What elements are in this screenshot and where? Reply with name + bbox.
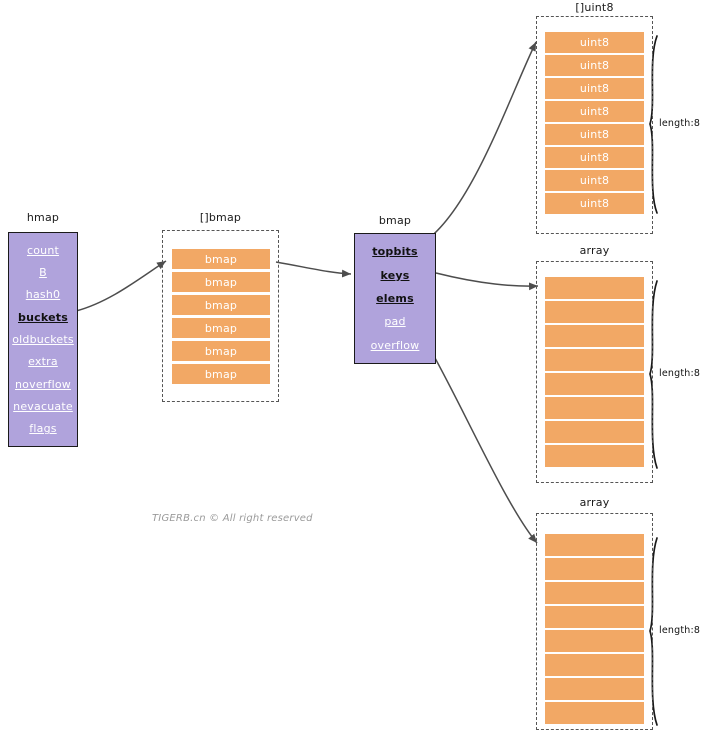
bmap-struct: topbits keys elems pad overflow bbox=[354, 233, 436, 364]
hmap-field-oldbuckets: oldbuckets bbox=[12, 332, 74, 346]
arrow-bmap-slice-to-bmap bbox=[275, 261, 352, 278]
keys-array-cell bbox=[545, 301, 644, 323]
elems-array-cell bbox=[545, 558, 644, 580]
uint8-cell: uint8 bbox=[545, 101, 644, 122]
hmap-field-flags: flags bbox=[29, 422, 57, 436]
keys-array-length-label: length:8 bbox=[659, 368, 701, 379]
bmap-field-keys: keys bbox=[380, 268, 410, 282]
uint8-slice-length-label: length:8 bbox=[659, 118, 701, 129]
bmap-slice-title: []bmap bbox=[199, 211, 242, 224]
hmap-struct: count B hash0 buckets oldbuckets extra n… bbox=[8, 232, 78, 447]
elems-array-container bbox=[536, 513, 653, 730]
bmap-field-overflow: overflow bbox=[370, 338, 420, 352]
elems-array-cell bbox=[545, 702, 644, 724]
keys-array-container bbox=[536, 261, 653, 483]
keys-array-cell bbox=[545, 325, 644, 347]
keys-array-cell bbox=[545, 397, 644, 419]
bmap-title: bmap bbox=[378, 214, 412, 227]
elems-array-length-label: length:8 bbox=[659, 625, 701, 636]
elems-array-cell bbox=[545, 654, 644, 676]
keys-array-cell bbox=[545, 373, 644, 395]
hmap-field-hash0: hash0 bbox=[25, 288, 61, 302]
hmap-field-noverflow: noverflow bbox=[15, 377, 71, 391]
arrow-buckets-to-bmap-slice bbox=[75, 260, 167, 312]
uint8-cell: uint8 bbox=[545, 193, 644, 214]
uint8-cell: uint8 bbox=[545, 78, 644, 99]
bmap-field-pad: pad bbox=[384, 315, 406, 329]
bmap-slice-cell: bmap bbox=[172, 341, 270, 361]
keys-array-cell bbox=[545, 421, 644, 443]
arrow-topbits-to-uint8-slice bbox=[420, 41, 537, 245]
uint8-slice-cells: uint8 uint8 uint8 uint8 uint8 uint8 uint… bbox=[545, 32, 644, 214]
hmap-field-extra: extra bbox=[28, 355, 58, 369]
hmap-field-buckets: buckets bbox=[18, 310, 68, 324]
arrow-keys-to-keys-array bbox=[435, 272, 539, 291]
elems-array-cells bbox=[545, 534, 644, 724]
bmap-slice-cell: bmap bbox=[172, 272, 270, 292]
keys-array-title: array bbox=[579, 244, 610, 257]
uint8-cell: uint8 bbox=[545, 147, 644, 168]
arrow-elems-to-elems-array bbox=[424, 339, 538, 544]
elems-array-cell bbox=[545, 534, 644, 556]
elems-array-cell bbox=[545, 630, 644, 652]
bmap-slice-cell: bmap bbox=[172, 318, 270, 338]
hmap-field-nevacuate: nevacuate bbox=[13, 399, 73, 413]
bmap-field-topbits: topbits bbox=[372, 245, 418, 259]
bmap-slice-cell: bmap bbox=[172, 364, 270, 384]
uint8-slice-container bbox=[536, 16, 653, 234]
bmap-slice-container bbox=[162, 230, 279, 402]
bmap-slice-cell: bmap bbox=[172, 295, 270, 315]
uint8-slice-title: []uint8 bbox=[575, 1, 614, 14]
keys-array-cells bbox=[545, 277, 644, 467]
bmap-slice-cells: bmap bmap bmap bmap bmap bmap bbox=[172, 249, 270, 384]
keys-array-cell bbox=[545, 349, 644, 371]
elems-array-cell bbox=[545, 582, 644, 604]
watermark-text: TIGERB.cn © All right reserved bbox=[152, 513, 313, 524]
uint8-cell: uint8 bbox=[545, 32, 644, 53]
uint8-cell: uint8 bbox=[545, 124, 644, 145]
bmap-field-elems: elems bbox=[376, 291, 414, 305]
uint8-cell: uint8 bbox=[545, 55, 644, 76]
bmap-slice-cell: bmap bbox=[172, 249, 270, 269]
keys-array-cell bbox=[545, 445, 644, 467]
elems-array-cell bbox=[545, 678, 644, 700]
hmap-title: hmap bbox=[26, 211, 60, 224]
elems-array-cell bbox=[545, 606, 644, 628]
elems-array-title: array bbox=[579, 496, 610, 509]
keys-array-cell bbox=[545, 277, 644, 299]
hmap-field-count: count bbox=[26, 243, 60, 257]
hmap-field-b: B bbox=[39, 265, 47, 279]
uint8-cell: uint8 bbox=[545, 170, 644, 191]
